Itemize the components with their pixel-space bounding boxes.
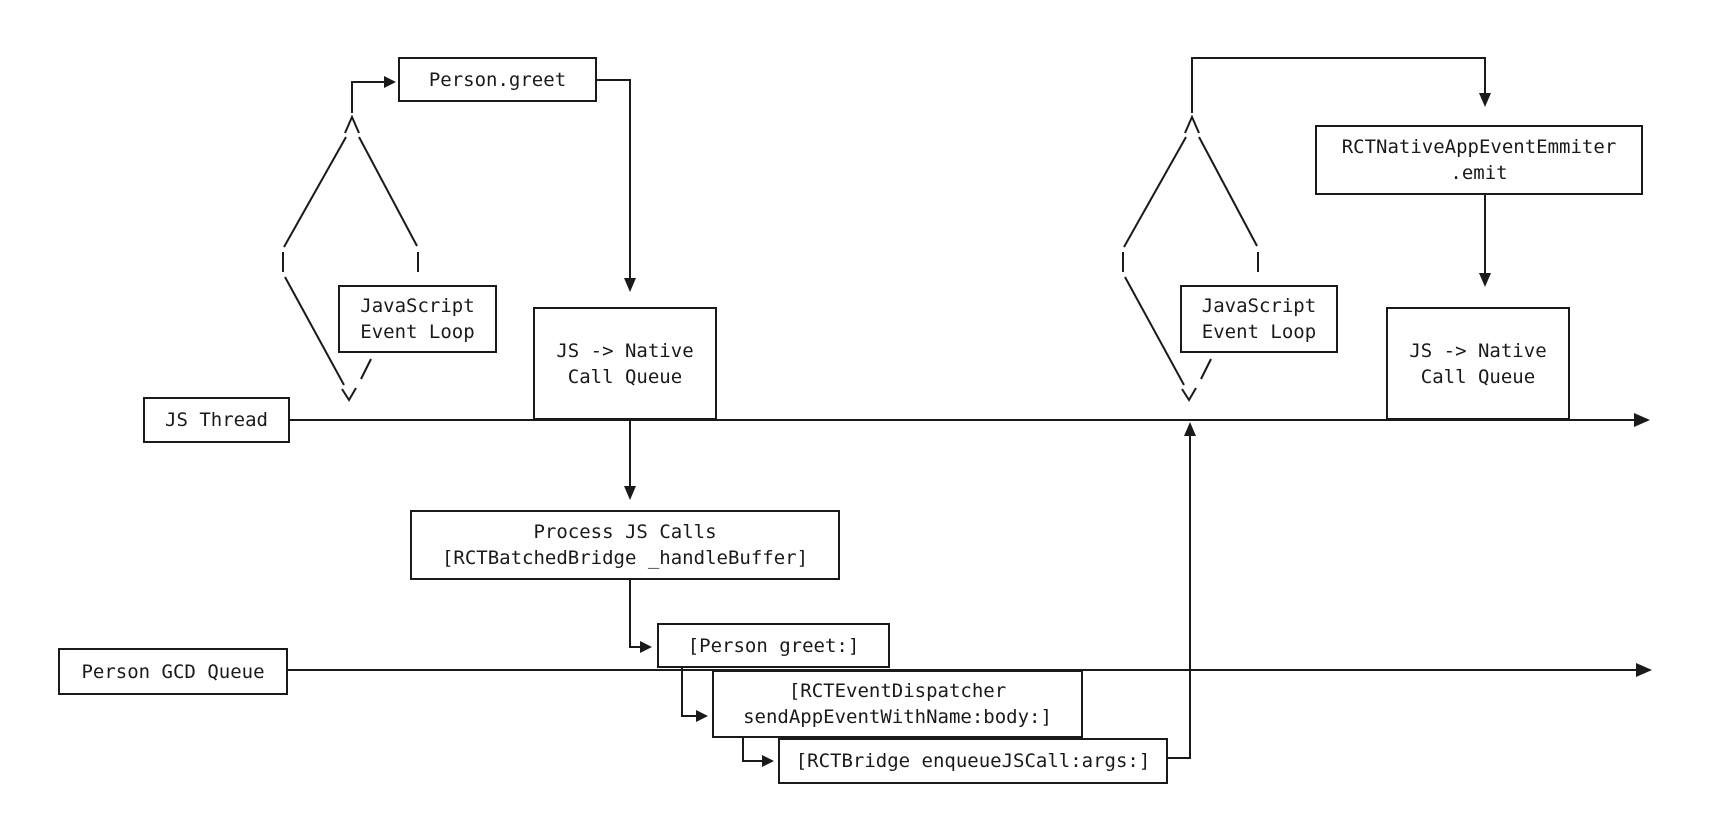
arrow-shaft: [1191, 57, 1486, 113]
loop-top-caret-icon: [1184, 114, 1200, 134]
node-js-event-loop-left: JavaScript Event Loop: [338, 285, 497, 353]
arrow-person-greet-to-call-queue: [597, 79, 636, 292]
node-label-line2: [RCTBatchedBridge _handleBuffer]: [441, 547, 809, 569]
node-label-line2: Call Queue: [1420, 365, 1536, 388]
node-label-line1: Process JS Calls: [533, 521, 717, 543]
node-person-greet-label: Person.greet: [428, 68, 567, 91]
node-person-greet-call: [Person greet:]: [657, 623, 890, 668]
node-rct-bridge: [RCTBridge enqueueJSCall:args:]: [778, 738, 1168, 784]
loop-top-caret-icon: [344, 114, 360, 134]
arrow-person-greet-call-to-dispatcher: [681, 668, 708, 722]
node-label-line2: Call Queue: [567, 365, 683, 388]
arrow-shaft: [742, 738, 762, 762]
node-label-line2: .emit: [1450, 162, 1508, 184]
loop-bottom-vee-icon: [1181, 387, 1197, 402]
node-label-line2: Event Loop: [360, 321, 475, 343]
loop-lower-left-stroke: [1124, 276, 1185, 386]
arrow-shaft: [597, 79, 631, 278]
node-process-js-calls: Process JS Calls [RCTBatchedBridge _hand…: [410, 510, 840, 580]
arrowhead-icon: [1479, 273, 1491, 287]
node-label-line1: [RCTEventDispatcher: [788, 680, 1007, 702]
event-loop-cycle-right: [1122, 114, 1259, 402]
loop-upper-left-stroke: [283, 136, 347, 248]
event-loop-cycle-left: [282, 114, 419, 402]
node-person-gcd-queue-label: Person GCD Queue: [81, 660, 265, 683]
node-js-event-loop-right: JavaScript Event Loop: [1180, 285, 1338, 353]
node-person-gcd-queue: Person GCD Queue: [58, 648, 288, 695]
arrow-shaft: [1168, 436, 1191, 759]
arrowhead-icon: [624, 278, 636, 292]
node-label-line2: sendAppEventWithName:body:]: [743, 706, 1052, 728]
js-thread-timeline: [290, 413, 1650, 427]
loop-lower-left-stroke: [284, 276, 345, 386]
arrowhead-icon: [1479, 93, 1491, 107]
node-label-line2: Event Loop: [1201, 321, 1317, 343]
arrowhead-icon: [624, 486, 636, 500]
arrowhead-icon: [640, 641, 652, 653]
node-js-thread-label: JS Thread: [165, 409, 268, 431]
arrow-emmiter-to-call-queue: [1479, 195, 1491, 287]
arrowhead-icon: [384, 76, 396, 88]
loop-bottom-vee-icon: [341, 387, 357, 402]
loop-upper-left-stroke: [1123, 136, 1187, 248]
node-rct-event-dispatcher: [RCTEventDispatcher sendAppEventWithName…: [712, 670, 1083, 738]
arrow-shaft: [629, 580, 640, 648]
node-person-greet-call-label: [Person greet:]: [687, 634, 860, 657]
arrow-call-queue-to-process: [624, 420, 636, 500]
arrow-shaft: [351, 81, 384, 113]
loop-bottom-tick: [360, 358, 372, 380]
loop-upper-right-stroke: [358, 136, 418, 247]
node-label-line1: JavaScript: [1201, 295, 1317, 317]
arrowhead-icon: [762, 755, 774, 767]
arrowhead-icon: [696, 710, 708, 722]
node-js-thread: JS Thread: [143, 397, 290, 443]
loop-bottom-tick: [1200, 358, 1212, 380]
node-label-line1: JS -> Native: [1409, 339, 1547, 362]
arrow-loop-to-emmiter: [1191, 57, 1491, 113]
node-label-line1: RCTNativeAppEventEmmiter: [1341, 136, 1617, 158]
arrow-bridge-to-js-thread: [1168, 422, 1196, 759]
node-js-native-call-queue-right: JS -> Native Call Queue: [1386, 307, 1570, 420]
node-label-line1: JS -> Native: [556, 339, 694, 362]
js-thread-arrowhead-icon: [1634, 413, 1650, 427]
node-label-line1: JavaScript: [360, 295, 475, 317]
loop-upper-right-stroke: [1198, 136, 1258, 247]
node-rct-native-app-event-emmiter: RCTNativeAppEventEmmiter .emit: [1315, 125, 1643, 195]
arrow-loop-to-person-greet: [351, 76, 396, 113]
arrow-dispatcher-to-bridge: [742, 738, 774, 767]
node-rct-bridge-label: [RCTBridge enqueueJSCall:args:]: [795, 750, 1151, 772]
arrowhead-icon: [1184, 422, 1196, 436]
node-person-greet: Person.greet: [398, 57, 597, 102]
arrow-process-to-person-greet-call: [629, 580, 652, 653]
gcd-queue-arrowhead-icon: [1636, 663, 1652, 677]
arrow-shaft: [681, 668, 696, 717]
node-js-native-call-queue-left: JS -> Native Call Queue: [533, 307, 717, 420]
